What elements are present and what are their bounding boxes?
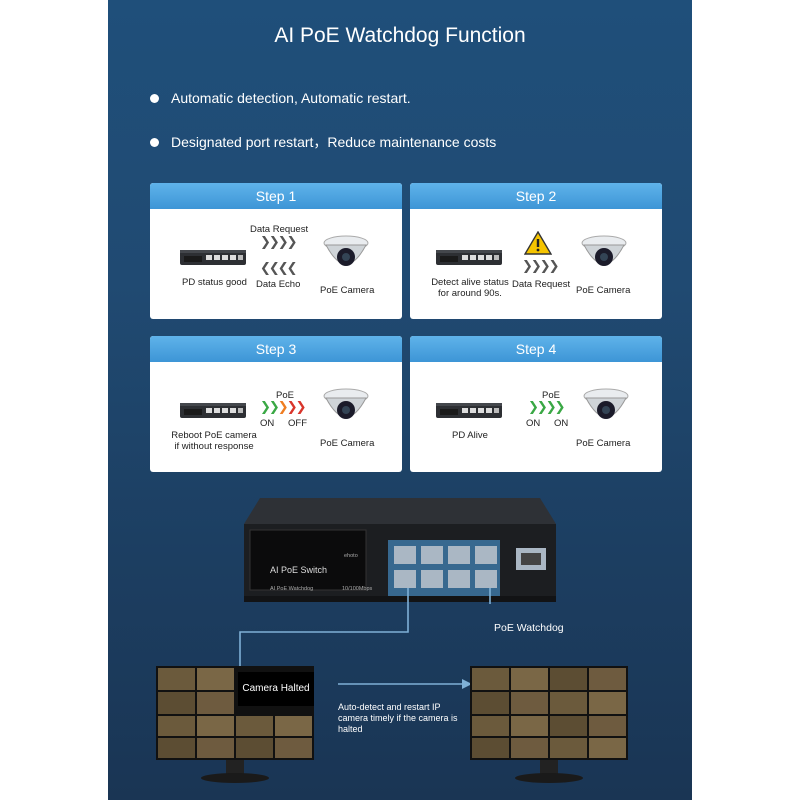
arrow-right-icon: ❯❯❯❯: [260, 235, 298, 250]
dome-camera-icon: [323, 388, 369, 419]
step-4-header: Step 4: [410, 336, 662, 362]
dome-camera-icon: [583, 388, 629, 419]
dome-camera-icon: [323, 235, 369, 266]
switch-caption: PD status good: [182, 277, 247, 288]
camera-halted-label: Camera Halted: [238, 672, 314, 706]
restart-description: Auto-detect and restart IP camera timely…: [338, 702, 458, 734]
camera-caption: PoE Camera: [576, 438, 631, 449]
bullet-dot-icon: [150, 137, 159, 147]
bullet-dot-icon: [150, 93, 159, 103]
bullet-item: Automatic detection, Automatic restart.: [150, 90, 411, 106]
arrow-right-icon: ❯❯❯❯: [522, 259, 560, 274]
step-1-header: Step 1: [150, 183, 402, 209]
on-label: ON: [526, 418, 541, 429]
monitor-right: [470, 666, 628, 783]
camera-caption: PoE Camera: [320, 438, 375, 449]
data-echo-label: Data Echo: [256, 279, 301, 290]
panel-speed: 10/100Mbps: [342, 586, 373, 592]
poe-switch-icon: [180, 250, 246, 265]
poe-switch-icon: [436, 250, 502, 265]
step-1-card: Step 1 PD status good Data Request ❯❯❯❯ …: [150, 183, 402, 319]
bullet-text: Designated port restart，Reduce maintenan…: [171, 134, 497, 150]
panel-title: AI PoE Switch: [270, 565, 328, 575]
panel-brand: ehoto: [344, 553, 358, 559]
poster: AI PoE Watchdog Function Automatic detec…: [108, 0, 692, 800]
warning-icon: [524, 231, 552, 255]
poe-label: PoE: [276, 390, 294, 401]
panel-subtitle: AI PoE Watchdog: [270, 586, 314, 592]
step-3-card: Step 3 Reboot PoE camera if without resp…: [150, 336, 402, 472]
switch-caption: PD Alive: [452, 430, 488, 441]
dome-camera-icon: [581, 235, 627, 266]
step-3-header: Step 3: [150, 336, 402, 362]
off-label: OFF: [288, 418, 307, 429]
switch-caption: Detect alive status for around 90s.: [431, 277, 509, 299]
arrow-left-icon: ❮❮❮❮: [260, 261, 298, 276]
poe-switch-icon: [436, 403, 502, 418]
poe-cycle-arrows-icon: ❯❯❯❯❯: [260, 400, 306, 415]
data-request-label: Data Request: [512, 279, 571, 290]
on-label: ON: [554, 418, 569, 429]
data-request-label: Data Request: [250, 224, 309, 235]
switch-caption: Reboot PoE camera if without response: [171, 430, 257, 452]
step-2-header: Step 2: [410, 183, 662, 209]
camera-caption: PoE Camera: [576, 285, 631, 296]
page-title: AI PoE Watchdog Function: [274, 24, 526, 47]
poe-on-arrows-icon: ❯❯❯❯: [528, 400, 566, 415]
camera-caption: PoE Camera: [320, 285, 375, 296]
bullet-text: Automatic detection, Automatic restart.: [171, 90, 411, 106]
ai-poe-switch-device: [244, 498, 556, 602]
step-4-card: Step 4 PD Alive PoE ❯❯❯❯ ON ON PoE Camer…: [410, 336, 662, 472]
poe-watchdog-label: PoE Watchdog: [494, 622, 564, 634]
bullet-item: Designated port restart，Reduce maintenan…: [150, 132, 496, 152]
on-label: ON: [260, 418, 275, 429]
poe-label: PoE: [542, 390, 560, 401]
poe-switch-icon: [180, 403, 246, 418]
step-2-card: Step 2 Detect alive status for around 90…: [410, 183, 662, 319]
